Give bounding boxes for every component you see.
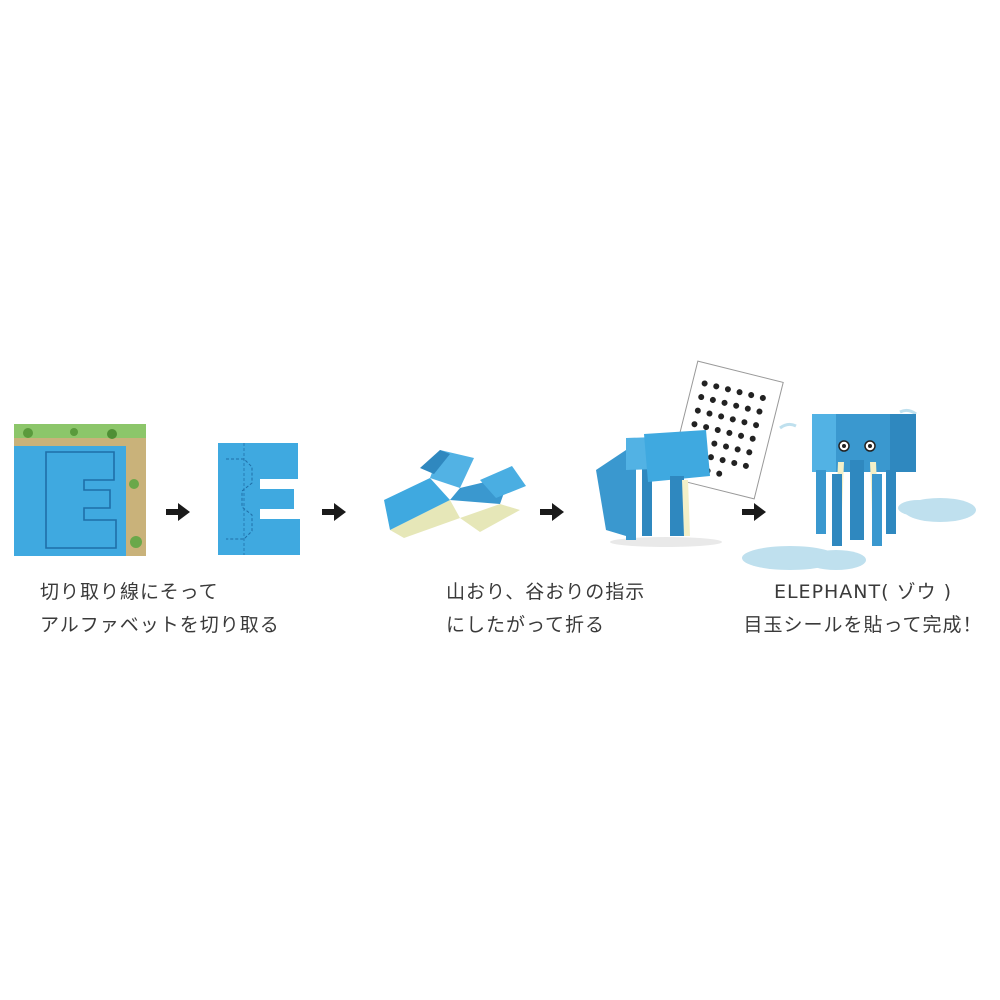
step2-caption-line1: 山おり、谷おりの指示 <box>446 581 646 603</box>
right-arrow-icon <box>540 503 564 521</box>
step3-caption: ELEPHANT( ゾウ ) 目玉シールを貼って完成！ <box>738 576 988 642</box>
folded-elephant-with-sticker-sheet-icon <box>596 360 784 547</box>
right-arrow-icon <box>322 503 346 521</box>
step1-caption: 切り取り線にそって アルファベットを切り取る <box>40 576 290 642</box>
cut-letter-e-icon <box>218 443 300 555</box>
step3-caption-line2: 目玉シールを貼って完成！ <box>743 614 983 636</box>
finished-elephant-icon <box>742 408 976 570</box>
right-arrow-icon <box>742 503 766 521</box>
right-arrow-icon <box>166 503 190 521</box>
step1-caption-line1: 切り取り線にそって <box>40 581 219 603</box>
step1-caption-line2: アルファベットを切り取る <box>40 614 280 636</box>
step3-caption-line1: ELEPHANT( ゾウ ) <box>773 581 953 603</box>
step2-caption-line2: にしたがって折る <box>446 614 606 636</box>
step2-caption: 山おり、谷おりの指示 にしたがって折る <box>446 576 666 642</box>
sheet-with-letter-e-icon <box>14 424 146 556</box>
folding-paper-icon <box>384 450 526 538</box>
